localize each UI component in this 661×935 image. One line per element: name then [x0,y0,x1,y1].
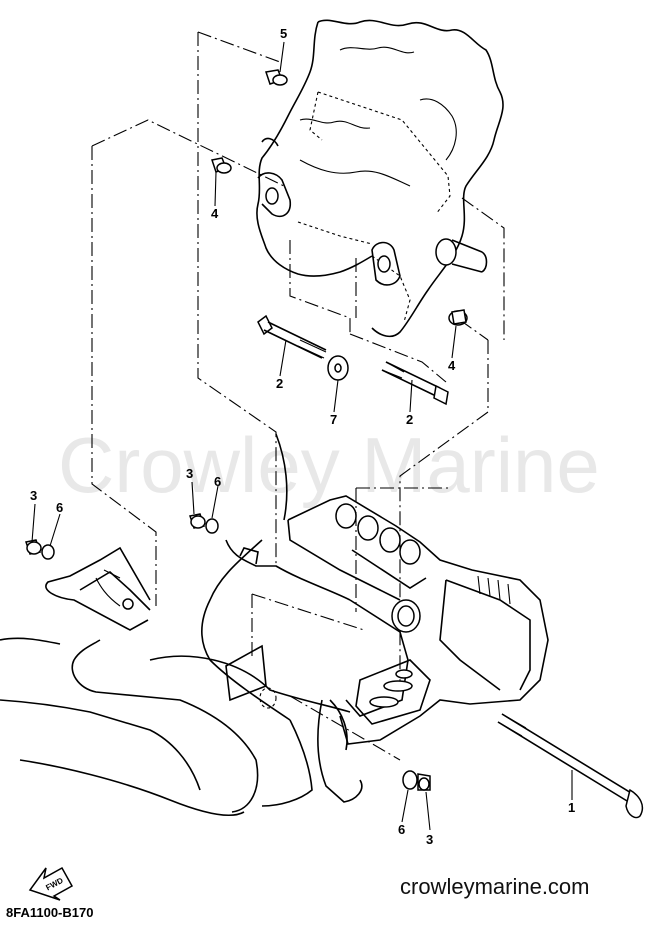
callout-1: 1 [568,800,575,815]
long-bolt-1 [497,713,644,819]
nut-4-upper [211,157,232,174]
callout-7: 7 [330,412,337,427]
leader-lines [31,41,573,831]
site-url: crowleymarine.com [400,874,590,899]
watermark: Crowley Marine [58,421,600,509]
assembly-lines-upper [91,31,505,690]
callout-numbers: 5 4 4 2 7 2 3 6 3 6 1 6 3 [30,26,575,847]
callout-4-right: 4 [448,358,456,373]
callout-3-left: 3 [30,488,37,503]
diagram-code: 8FA1100-B170 [6,905,94,920]
callout-6-bottom: 6 [398,822,405,837]
nut-washer-3-6-mid [189,513,219,534]
washer-7 [327,355,349,381]
callout-6-left: 6 [56,500,63,515]
nut-5 [265,69,288,86]
callout-4-upper: 4 [211,206,219,221]
engine-block [256,19,504,338]
callout-3-bottom: 3 [426,832,433,847]
washer-nut-6-3-bottom [402,770,431,791]
mount-bracket [287,495,549,745]
callout-2-right: 2 [406,412,413,427]
callout-2-left: 2 [276,376,283,391]
callout-6-mid: 6 [214,474,221,489]
nut-washer-3-6-left [25,539,55,560]
hull-frame [0,433,401,816]
bolt-2-right [381,361,449,406]
fwd-arrow-icon: FWD [28,866,74,901]
callout-5: 5 [280,26,287,41]
callout-3-mid: 3 [186,466,193,481]
bolt-2-left [257,314,327,359]
nut-4-right [448,309,468,326]
